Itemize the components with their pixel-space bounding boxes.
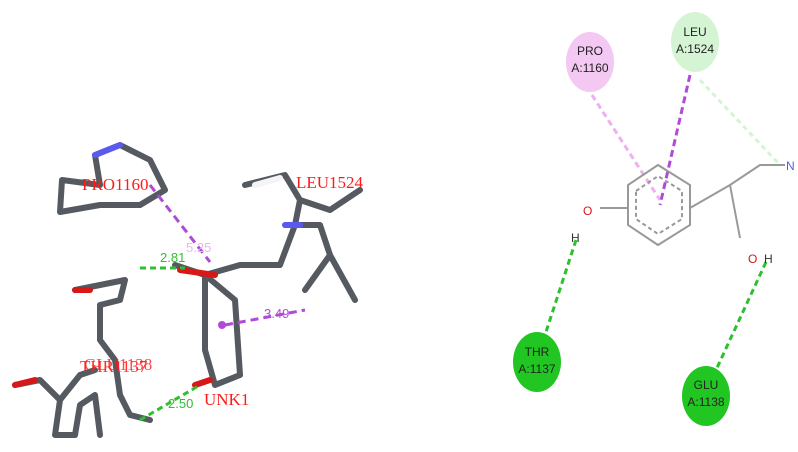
atom-o-side: O [748, 252, 757, 266]
thr-glu-sticks [12, 367, 103, 438]
pi-pro-line [148, 184, 212, 263]
atom-o-hydroxyl: O [583, 204, 592, 218]
residue-node-thr: THR A:1137 [513, 332, 561, 392]
2d-diagram-svg: O H O H N PRO A:1160 LEU A:1524 THR A:11… [513, 12, 795, 426]
leu-hydrogen [252, 175, 283, 188]
backbone-sticks [72, 277, 153, 423]
residue-node-leu: LEU A:1524 [671, 12, 719, 72]
proline-nitrogen [92, 142, 123, 158]
residue-glu-name: GLU [694, 378, 719, 392]
distance-hbond-top: 2.81 [160, 250, 185, 265]
atom-h-hydroxyl: H [571, 231, 580, 245]
atom-n: N [786, 159, 795, 173]
residue-pro-id: A:1160 [571, 61, 608, 75]
label-leu1524: LEU1524 [296, 173, 364, 192]
thr-oxygen [12, 377, 38, 388]
ligand-oxygen-bottom [192, 377, 213, 388]
pi-pro-2d-line [590, 94, 662, 201]
residue-glu-id: A:1138 [687, 395, 724, 409]
leu-vdw-line [698, 78, 782, 167]
3d-stick-model: PRO1160 LEU1524 THR1137 GLU1138 UNK1 2.8… [12, 142, 364, 438]
ligand-2d [600, 163, 785, 247]
residue-leu-id: A:1524 [676, 42, 714, 56]
proline-sticks [57, 142, 168, 215]
distance-pi-pro: 5.25 [186, 240, 211, 255]
distance-hbond-bottom: 2.50 [168, 396, 193, 411]
label-pro1160: PRO1160 [82, 175, 148, 194]
atom-h-side: H [764, 252, 773, 266]
label-ligand: UNK1 [204, 390, 249, 409]
residue-node-pro: PRO A:1160 [566, 32, 614, 92]
distance-pi-leu: 3.49 [264, 306, 289, 321]
pi-centroid [218, 321, 226, 329]
hbond-thr-2d-line [543, 239, 578, 336]
residue-thr-name: THR [525, 345, 550, 359]
ligand-oxygen-top [177, 267, 218, 278]
label-thr1137: THR1137 [80, 357, 148, 376]
pi-leu-2d-line [658, 74, 692, 206]
pi-leu-line [224, 308, 306, 327]
hbond-bottom-line [139, 383, 201, 422]
residue-node-glu: GLU A:1138 [682, 366, 730, 426]
residue-leu-name: LEU [683, 25, 706, 39]
leucine-sticks [242, 172, 363, 303]
residue-pro-name: PRO [577, 44, 603, 58]
label-glu1138: GLU1138 [84, 355, 152, 374]
2d-interaction-diagram: O H O H N PRO A:1160 LEU A:1524 THR A:11… [420, 0, 798, 452]
3d-interaction-view: PRO1160 LEU1524 THR1137 GLU1138 UNK1 2.8… [12, 142, 364, 438]
hbond-glu-2d-line [714, 261, 768, 371]
residue-thr-id: A:1137 [518, 362, 555, 376]
